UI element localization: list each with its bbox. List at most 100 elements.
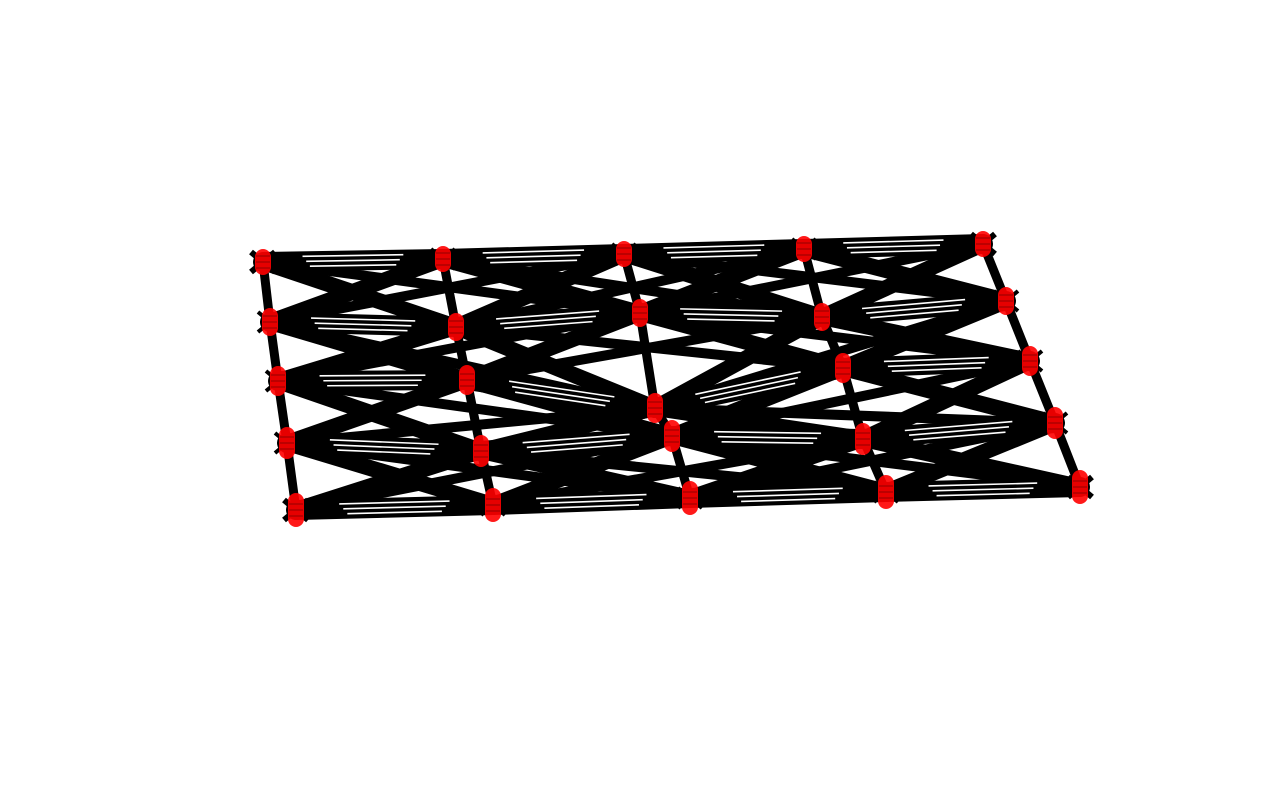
mesh-node: [992, 287, 1020, 315]
long-diagonal-edge: [635, 239, 988, 318]
diagonal-edge: [814, 236, 991, 325]
mesh-node: [676, 481, 704, 515]
mesh-hatching: [302, 239, 1038, 515]
mesh-node: [473, 435, 489, 467]
hatch-stripe: [721, 440, 814, 445]
hatch-stripe: [737, 492, 839, 498]
mesh-node: [647, 393, 663, 423]
hatch-stripe: [683, 313, 779, 317]
mesh-node: [790, 236, 818, 262]
long-diagonal-edge: [265, 249, 629, 327]
hatch-stripe: [544, 504, 639, 509]
hatch-stripe: [904, 420, 1013, 432]
hatch-stripe: [843, 239, 944, 244]
hatch-stripe: [504, 320, 593, 330]
hatch-stripe: [680, 308, 783, 312]
mesh-node: [282, 493, 310, 527]
hatch-stripe: [663, 244, 765, 249]
hatch-stripe: [500, 315, 596, 325]
hatch-stripe: [846, 244, 941, 249]
hatch-stripe: [323, 379, 422, 382]
hatch-stripe: [522, 433, 630, 444]
hatch-stripe: [306, 258, 400, 263]
hatch-stripe: [343, 505, 446, 510]
mesh-node: [1066, 470, 1094, 504]
hatch-stripe: [741, 497, 836, 503]
hatch-stripe: [339, 500, 450, 505]
mesh-node: [249, 249, 277, 275]
hatch-stripe: [687, 318, 775, 322]
mesh-node: [610, 241, 638, 267]
hatch-stripe: [936, 492, 1030, 497]
mesh-node: [814, 303, 830, 331]
hatch-stripe: [319, 374, 426, 377]
diagonal-edge: [855, 353, 1038, 447]
hatch-stripe: [891, 367, 982, 372]
hatch-stripe: [717, 435, 818, 440]
mesh-node: [1016, 346, 1044, 376]
hatch-stripe: [540, 498, 643, 505]
mesh-node: [429, 246, 457, 272]
hatch-stripe: [850, 249, 937, 254]
mesh-nodes: [249, 231, 1094, 527]
hatch-stripe: [870, 309, 959, 319]
long-diagonal-edge: [451, 244, 809, 332]
mesh-node: [448, 313, 464, 341]
hatch-stripe: [883, 356, 989, 363]
hatch-stripe: [496, 310, 600, 320]
hatch-stripe: [347, 510, 442, 515]
hatch-stripe: [667, 249, 761, 254]
mesh-node: [459, 365, 475, 395]
hatch-stripe: [512, 385, 610, 403]
mesh-node: [872, 475, 900, 509]
hatch-stripe: [318, 327, 408, 332]
vertical-edge: [635, 308, 660, 413]
hatch-stripe: [482, 249, 585, 254]
mesh-node: [855, 423, 871, 455]
mesh-node: [664, 420, 680, 452]
hatch-stripe: [695, 371, 801, 396]
hatch-stripe: [337, 449, 431, 455]
hatch-stripe: [704, 382, 796, 404]
hatch-stripe: [515, 391, 606, 407]
hatch-stripe: [928, 482, 1038, 487]
long-diagonal-edge: [291, 431, 677, 515]
long-diagonal-edge: [667, 356, 1035, 441]
mesh-node: [632, 299, 648, 327]
long-diagonal-edge: [273, 308, 645, 386]
hatch-stripe: [486, 254, 581, 259]
diagonal-edge: [485, 428, 680, 513]
hatch-stripe: [699, 376, 799, 400]
mesh-node: [264, 366, 292, 396]
hatch-stripe: [913, 431, 1006, 441]
hatch-stripe: [314, 322, 412, 327]
hatch-stripe: [536, 493, 647, 500]
hatch-stripe: [732, 487, 843, 493]
mesh-node: [969, 231, 997, 257]
hatch-stripe: [333, 444, 435, 450]
hatch-stripe: [490, 259, 578, 264]
long-diagonal-edge: [635, 308, 1035, 366]
mesh-node: [835, 353, 851, 383]
hatch-stripe: [302, 253, 404, 258]
hatch-stripe: [309, 263, 397, 268]
mesh-edges: [253, 234, 1090, 520]
long-diagonal-edge: [282, 403, 660, 448]
hatch-stripe: [866, 304, 962, 314]
long-diagonal-edge: [650, 403, 1060, 428]
hatch-stripe: [861, 298, 966, 310]
hatch-stripe: [526, 438, 627, 449]
hatch-stripe: [887, 361, 986, 368]
hatch-stripe: [311, 317, 416, 322]
hatch-stripe: [530, 444, 623, 453]
diagonal-edge: [448, 246, 632, 335]
hatch-stripe: [932, 487, 1034, 492]
diagonal-edge: [878, 415, 1063, 500]
mesh-node: [273, 427, 301, 459]
mesh-node: [1041, 407, 1069, 439]
mesh-node: [479, 488, 507, 522]
hatch-stripe: [909, 426, 1009, 436]
hatch-stripe: [714, 430, 822, 435]
hatch-stripe: [670, 254, 758, 259]
